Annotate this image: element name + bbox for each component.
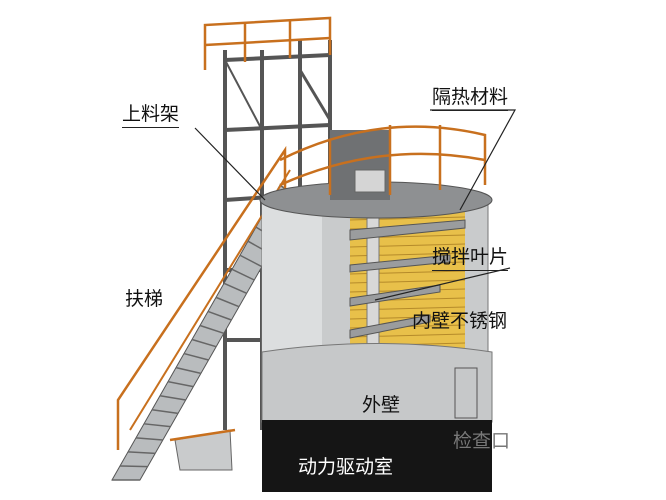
ladder-rung [183,352,209,361]
label-insulation: 隔热材料 [432,88,509,111]
label-mixing-blades: 搅拌叶片 [432,248,509,271]
ladder-rung [119,465,148,468]
inspection-door [454,367,478,419]
label-inner-wall: 内壁不锈钢 [412,310,508,332]
label-drive-room: 动力驱动室 [298,456,394,478]
ladder-rung [159,394,186,401]
ladder-rung [143,423,171,428]
ladder-rung [231,268,255,281]
ladder-rung [167,380,194,388]
ladder-rung [199,324,225,335]
ladder-rung [135,437,163,441]
top-railing [279,125,487,195]
ladder-rung [175,366,202,375]
tower-railing [203,16,332,70]
ladder-rung [191,338,217,348]
outer-wall [261,343,493,423]
ladder-rung [239,254,263,268]
label-outer-wall: 外壁 [362,394,401,416]
ladder-rung [207,310,232,321]
label-inspection-port: 检查口 [453,430,511,452]
ladder-rung [223,282,247,295]
drive-room-base [262,420,492,492]
ladder-rung [151,409,179,415]
label-ladder: 扶梯 [125,288,164,310]
label-feeding-rack: 上料架 [122,105,180,128]
ladder-rung [215,296,240,308]
ladder-rung [127,451,156,455]
